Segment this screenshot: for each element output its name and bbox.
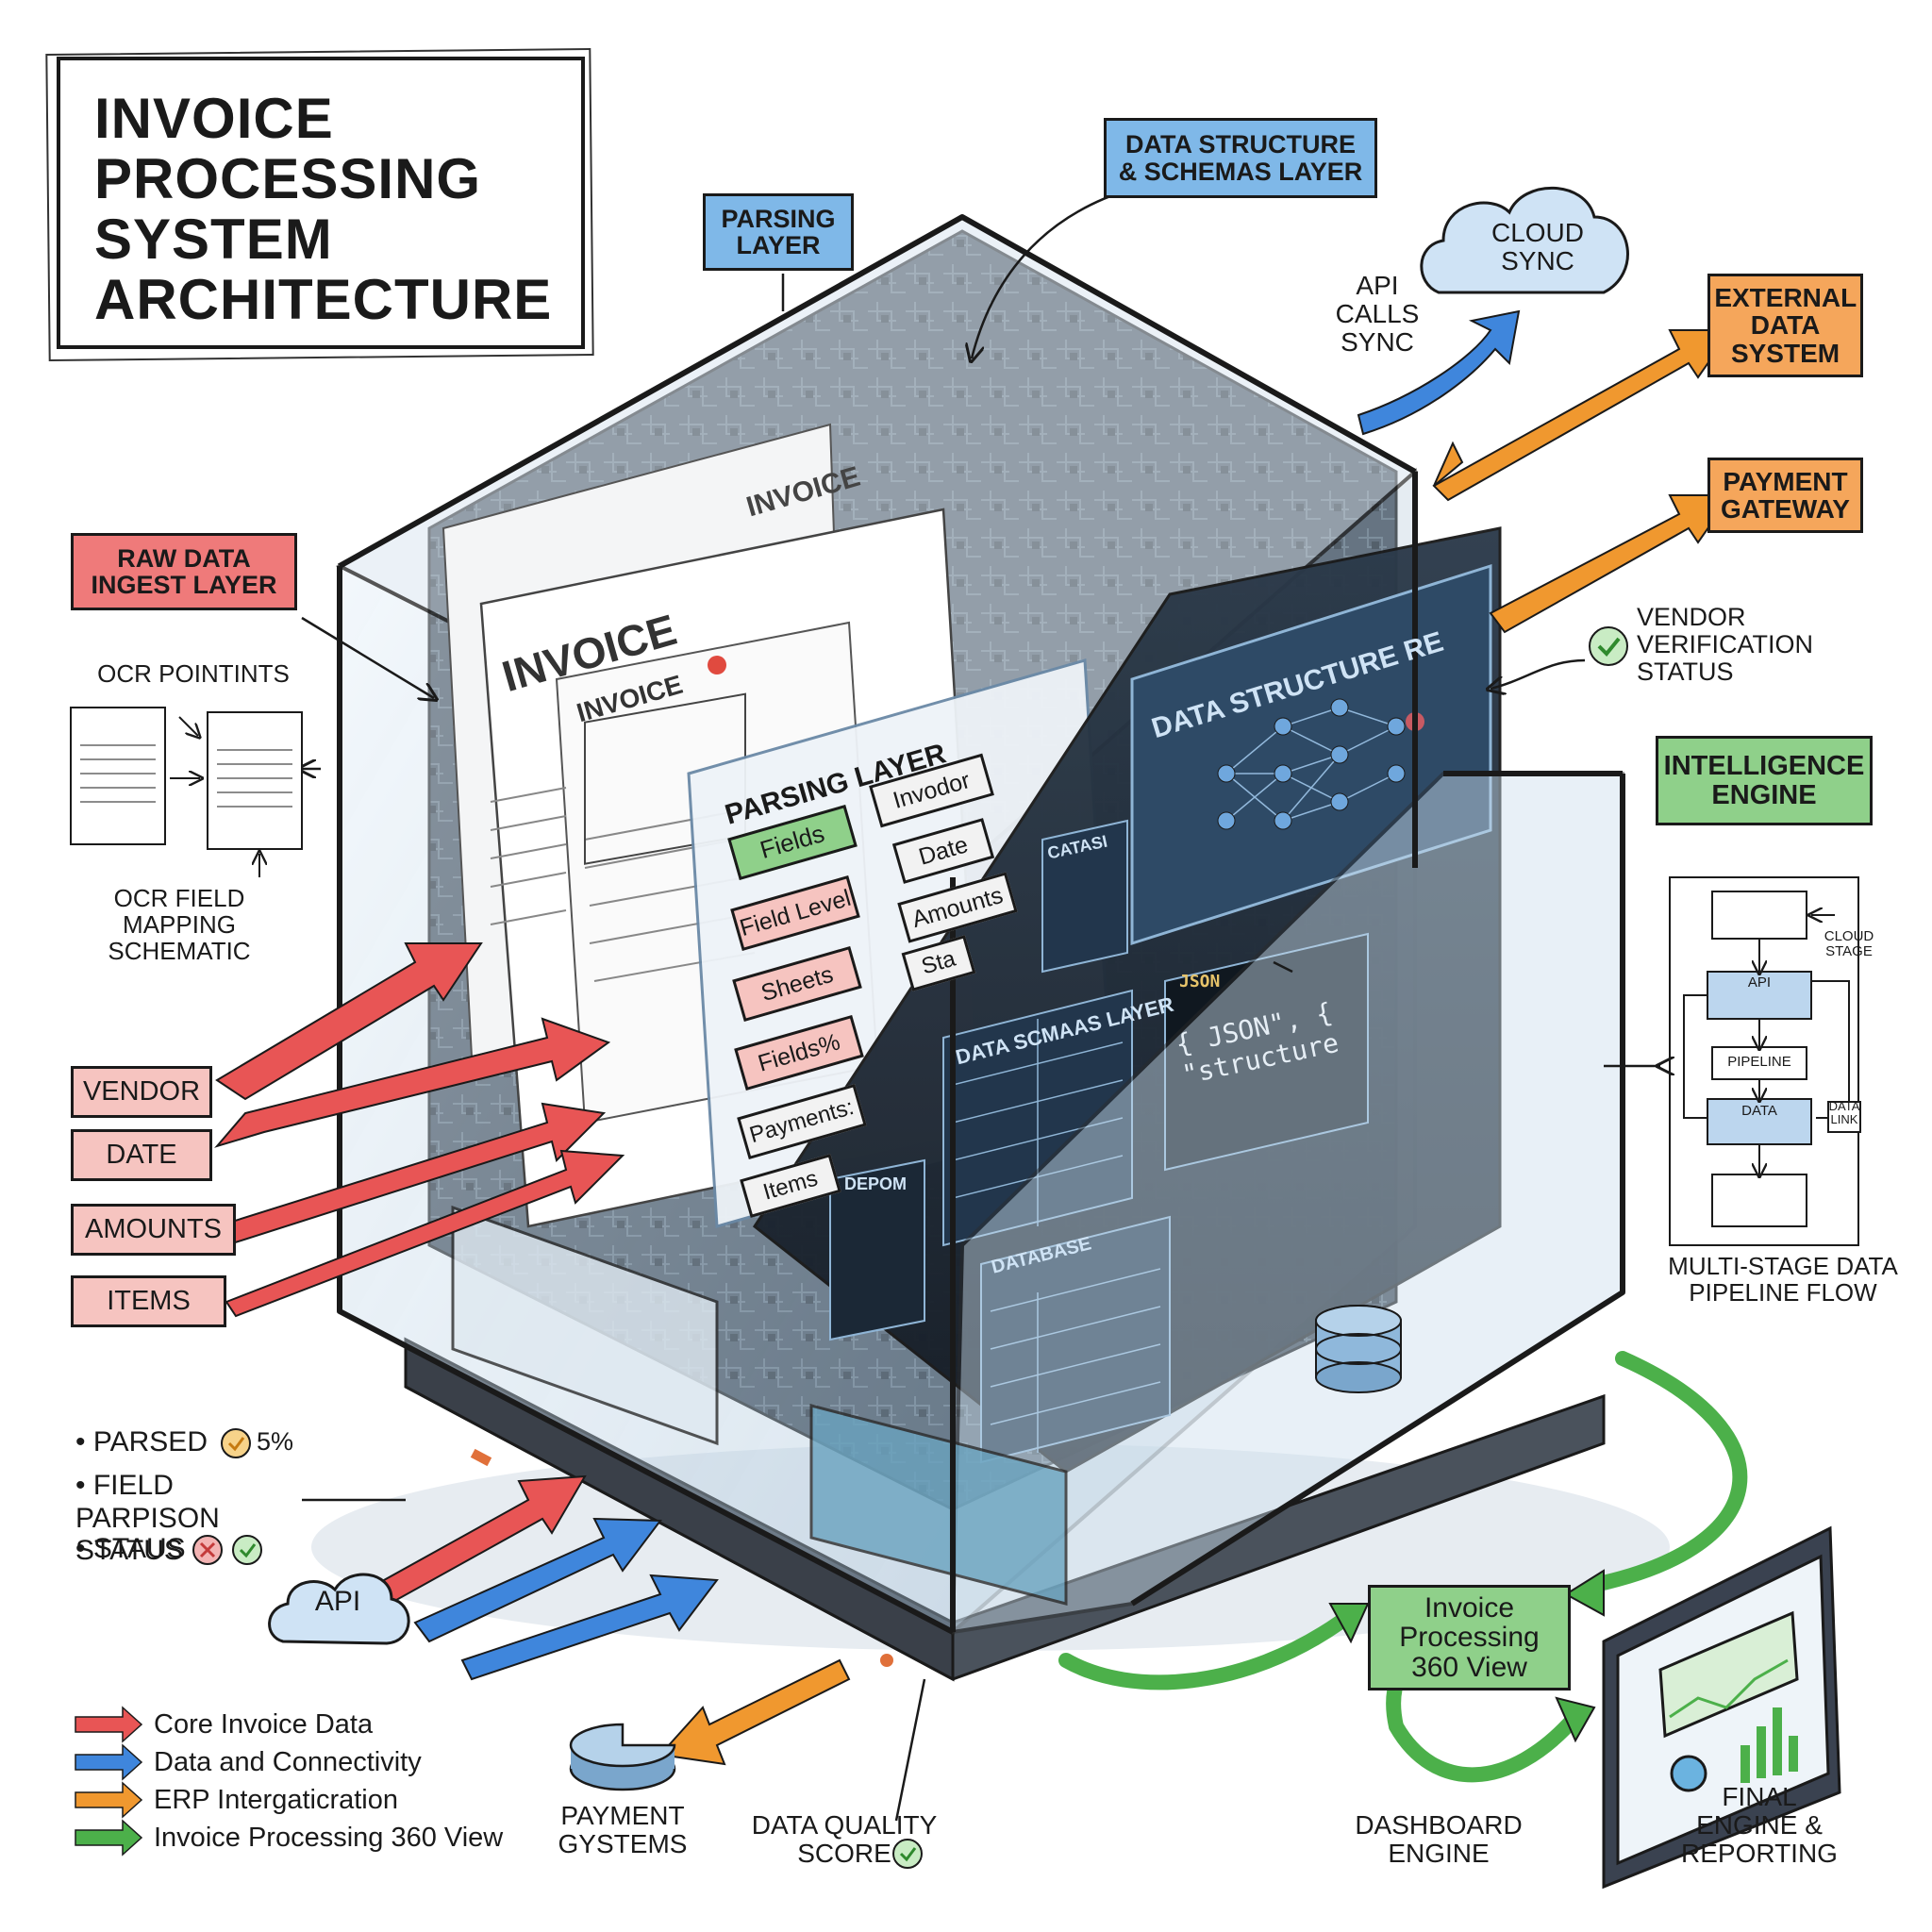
- check-icon: [221, 1428, 251, 1458]
- status-field-text: FIELD PARPISON STATUS: [75, 1470, 220, 1566]
- title-box: INVOICE PROCESSING SYSTEM ARCHITECTURE: [57, 57, 585, 349]
- cross-icon: [192, 1535, 223, 1565]
- database-icon: [1315, 1305, 1402, 1393]
- pie-icon: [569, 1723, 676, 1791]
- title-line: INVOICE: [94, 87, 334, 150]
- api-calls-sync-label: API CALLS SYNC: [1335, 271, 1420, 358]
- data-structure-label: DATA STRUCTURE & SCHEMAS LAYER: [1104, 118, 1377, 198]
- title-line: PROCESSING: [94, 147, 482, 210]
- parsing-layer-label: PARSING LAYER: [703, 193, 854, 271]
- title-line: ARCHITECTURE: [94, 268, 553, 331]
- cloud-icon: [1420, 186, 1629, 294]
- status-staus-text: STAUS: [92, 1533, 186, 1564]
- legend-erp: ERP Intergaticration: [154, 1785, 398, 1815]
- ocr-documents: [70, 707, 303, 877]
- pipeline-cloud-stage: CLOUD STAGE: [1824, 928, 1874, 960]
- cloud-icon: [268, 1573, 410, 1645]
- dashboard-engine-label: DASHBOARD ENGINE: [1355, 1810, 1523, 1869]
- api-cloud-label: API: [314, 1586, 361, 1617]
- check-icon: [892, 1839, 923, 1869]
- payment-gateway-label: PAYMENT GATEWAY: [1707, 458, 1863, 533]
- pipeline-flow: [1669, 876, 1861, 1246]
- status-staus: • STAUS: [75, 1533, 186, 1564]
- input-amounts: AMOUNTS: [71, 1204, 236, 1256]
- cloud-sync-label: CLOUD SYNC: [1491, 218, 1584, 276]
- ocr-field-mapping-label: OCR FIELD MAPPING SCHEMATIC: [108, 884, 251, 966]
- legend-connectivity: Data and Connectivity: [154, 1747, 422, 1777]
- status-parsed: • PARSED: [75, 1426, 208, 1457]
- pipeline-api: API: [1747, 974, 1772, 991]
- input-date: DATE: [71, 1129, 212, 1181]
- status-parsed-text: PARSED: [92, 1426, 208, 1457]
- depom-text: DEPOM: [844, 1174, 908, 1193]
- dashboard-monitor: [1602, 1525, 1841, 1890]
- json-tag-text: JSON: [1179, 972, 1221, 991]
- final-engine-label: FINAL ENGINE & REPORTING: [1681, 1782, 1838, 1869]
- input-vendor: VENDOR: [71, 1066, 212, 1118]
- pipeline-data-link: DATA LINK: [1828, 1099, 1860, 1127]
- check-icon: [1589, 626, 1628, 666]
- pipeline-data: DATA: [1741, 1103, 1777, 1119]
- title-line: SYSTEM: [94, 208, 333, 271]
- legend-core: Core Invoice Data: [154, 1709, 374, 1740]
- status-field: • FIELD PARPISON STATUS: [75, 1470, 220, 1566]
- multi-stage-label: MULTI-STAGE DATA PIPELINE FLOW: [1668, 1252, 1898, 1307]
- check-icon: [232, 1535, 262, 1565]
- vendor-verification-label: VENDOR VERIFICATION STATUS: [1637, 603, 1814, 687]
- raw-data-ingest-label: RAW DATA INGEST LAYER: [71, 533, 297, 610]
- external-data-system-label: EXTERNAL DATA SYSTEM: [1707, 274, 1863, 377]
- payment-systems-label: PAYMENT GYSTEMS: [558, 1801, 688, 1859]
- pipeline-pipeline: PIPELINE: [1727, 1054, 1791, 1070]
- ocr-pointints-label: OCR POINTINTS: [97, 659, 290, 688]
- intelligence-engine-label: INTELLIGENCE ENGINE: [1656, 736, 1873, 825]
- legend-360: Invoice Processing 360 View: [154, 1823, 504, 1853]
- status-parsed-value: 5%: [257, 1427, 294, 1456]
- data-quality-label: DATA QUALITY SCORE: [751, 1810, 938, 1869]
- invoice-360-label: Invoice Processing 360 View: [1368, 1585, 1571, 1690]
- input-items: ITEMS: [71, 1275, 226, 1327]
